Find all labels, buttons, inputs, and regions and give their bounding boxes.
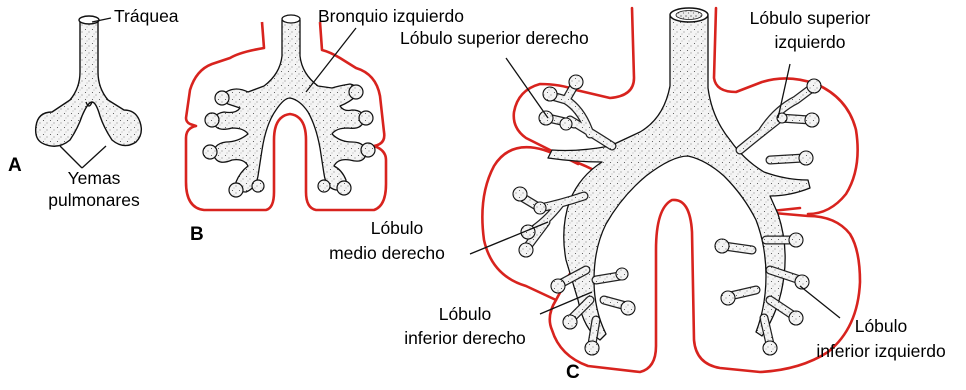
panel-label-c: C (566, 362, 580, 384)
label-lobulo-medio-derecho-line1: Lóbulo (332, 218, 462, 239)
label-lobulo-superior-izquierdo-line2: izquierdo (720, 32, 900, 53)
leader-lii (800, 286, 840, 318)
label-yemas-line1: Yemas (34, 168, 154, 189)
leader-bronquio (306, 28, 356, 92)
leader-yemas-left (60, 146, 82, 168)
label-yemas-line2: pulmonares (34, 190, 154, 211)
label-lobulo-inferior-izquierdo-line2: inferior izquierdo (796, 341, 966, 362)
label-lobulo-inferior-derecho-line2: inferior derecho (390, 328, 540, 349)
label-bronquio: Bronquio izquierdo (318, 6, 464, 27)
label-lobulo-superior-izquierdo-line1: Lóbulo superior (720, 8, 900, 29)
trachea-a (36, 22, 142, 146)
panel-a-bud (36, 16, 142, 146)
label-lobulo-medio-derecho-line2: medio derecho (312, 243, 462, 264)
label-lobulo-superior-derecho: Lóbulo superior derecho (400, 28, 589, 49)
panel-label-a: A (8, 155, 22, 177)
trachea-b-opening (282, 15, 300, 23)
panel-b (186, 15, 386, 210)
leader-lsd (506, 58, 548, 118)
panel-label-b: B (190, 224, 204, 246)
label-traquea: Tráquea (114, 6, 179, 27)
bronchial-tree-c (548, 16, 810, 340)
leader-yemas-right (82, 146, 106, 168)
bronchial-tree-b (214, 20, 366, 192)
label-lobulo-inferior-derecho-line1: Lóbulo (390, 304, 540, 325)
trachea-a-opening (79, 16, 99, 24)
label-lobulo-inferior-izquierdo-line1: Lóbulo (796, 316, 966, 337)
